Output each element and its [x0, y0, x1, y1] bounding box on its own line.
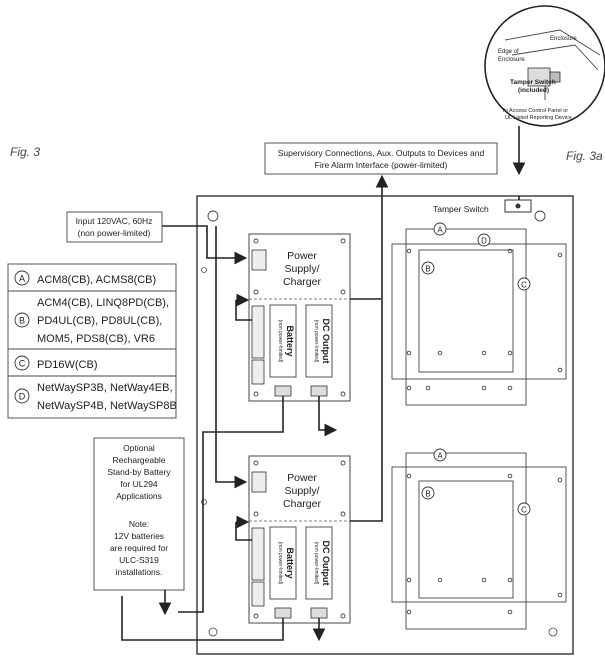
input-box: [66, 211, 163, 243]
ps1-dc-terminal: [310, 385, 328, 397]
svg-text:Battery: Battery: [285, 325, 295, 356]
inset-edge-label-1: Edge of: [498, 49, 519, 55]
svg-text:D: D: [481, 237, 487, 246]
svg-text:ACM8(CB), ACMS8(CB): ACM8(CB), ACMS8(CB): [37, 274, 156, 286]
svg-text:A: A: [437, 226, 443, 235]
battery-note: Optional Rechargeable Stand-by Battery f…: [93, 437, 185, 591]
svg-text:installations.: installations.: [116, 567, 163, 577]
ps2-title-1: Power: [287, 472, 317, 484]
ps1-ac-terminal: [251, 249, 267, 271]
ps2-title-3: Charger: [283, 498, 321, 510]
power-supply-board-2: Power Supply/ Charger Battery (non power…: [248, 455, 351, 624]
tamper-inset: Enclosure Edge of Enclosure Tamper Switc…: [484, 5, 605, 127]
inset-tamper-label-2: (included): [518, 87, 549, 94]
svg-text:MOM5, PDS8(CB), VR6: MOM5, PDS8(CB), VR6: [37, 333, 155, 345]
ps2-battery-terminal: [274, 607, 292, 619]
input-line-2: (non power-limited): [78, 228, 151, 238]
ps2-title-2: Supply/: [284, 485, 319, 497]
inset-enclosure-label: Enclosure: [550, 36, 577, 42]
mounting-plate-lower: A B C: [391, 448, 567, 630]
legend: A ACM8(CB), ACMS8(CB) B ACM4(CB), LINQ8P…: [7, 263, 177, 419]
svg-text:PD16W(CB): PD16W(CB): [37, 359, 98, 371]
ps2-dc-terminal: [310, 607, 328, 619]
svg-text:C: C: [19, 359, 26, 369]
inset-dest-label-1: To Access Control Panel or: [502, 108, 568, 114]
svg-text:Optional: Optional: [123, 443, 155, 453]
ps1-dc-output-section: [305, 304, 333, 378]
ps1-battery-terminal: [274, 385, 292, 397]
svg-text:A: A: [437, 452, 443, 461]
svg-text:ULC-S319: ULC-S319: [119, 555, 159, 565]
ps2-dc-output-section: [305, 526, 333, 600]
mounting-plate-upper: A D B C: [391, 222, 567, 406]
svg-text:B: B: [19, 316, 25, 326]
svg-text:Applications: Applications: [116, 491, 162, 501]
svg-text:12V batteries: 12V batteries: [114, 531, 164, 541]
svg-text:Note:: Note:: [129, 519, 149, 529]
ps1-title-1: Power: [287, 250, 317, 262]
svg-text:B: B: [425, 265, 430, 274]
inset-tamper-label-1: Tamper Switch: [510, 79, 556, 86]
svg-text:ACM4(CB), LINQ8PD(CB),: ACM4(CB), LINQ8PD(CB),: [37, 297, 169, 309]
supervisory-line-1: Supervisory Connections, Aux. Outputs to…: [278, 148, 485, 158]
svg-text:(non power-limited): (non power-limited): [277, 320, 283, 363]
fig3a-label: Fig. 3a: [566, 149, 603, 163]
power-supply-board-1: Power Supply/ Charger Battery (non power…: [248, 233, 351, 402]
legend-item-a: A ACM8(CB), ACMS8(CB): [14, 270, 156, 286]
svg-text:C: C: [521, 281, 527, 290]
tamper-switch-label: Tamper Switch: [433, 204, 489, 214]
svg-text:(non power-limited): (non power-limited): [313, 542, 319, 585]
svg-text:B: B: [425, 490, 430, 499]
marker-d-upper: [477, 233, 491, 247]
svg-text:PD4UL(CB), PD8UL(CB),: PD4UL(CB), PD8UL(CB),: [37, 315, 162, 327]
input-line-1: Input 120VAC, 60Hz: [76, 216, 153, 226]
ps1-title-3: Charger: [283, 276, 321, 288]
svg-text:DC Output: DC Output: [321, 541, 331, 586]
svg-text:for UL294: for UL294: [120, 479, 158, 489]
marker-a-lower: [433, 448, 447, 462]
marker-b-upper: [421, 261, 435, 275]
svg-text:Battery: Battery: [285, 547, 295, 578]
legend-item-c: C PD16W(CB): [14, 355, 98, 371]
svg-text:(non power-limited): (non power-limited): [313, 320, 319, 363]
svg-text:A: A: [19, 274, 25, 284]
ps1-aux-terminal: [251, 305, 265, 359]
ps2-battery-section: [269, 526, 297, 600]
legend-item-d: D NetWaySP3B, NetWay4EB, NetWaySP4B, Net…: [14, 382, 177, 412]
ps1-battery-section: [269, 304, 297, 378]
ps2-aux-terminal: [251, 527, 265, 581]
marker-b-lower: [421, 486, 435, 500]
svg-text:Stand-by Battery: Stand-by Battery: [107, 467, 171, 477]
ps2-ac-terminal: [251, 471, 267, 493]
svg-text:(non power-limited): (non power-limited): [277, 542, 283, 585]
svg-text:DC Output: DC Output: [321, 319, 331, 364]
inset-edge-label-2: Enclosure: [498, 57, 525, 63]
fig3-label: Fig. 3: [10, 145, 40, 159]
marker-c-upper: [517, 277, 531, 291]
legend-item-b: B ACM4(CB), LINQ8PD(CB), PD4UL(CB), PD8U…: [14, 297, 169, 345]
ps1-title-2: Supply/: [284, 263, 319, 275]
svg-text:C: C: [521, 506, 527, 515]
supervisory-line-2: Fire Alarm Interface (power-limited): [315, 160, 448, 170]
marker-a-upper: [433, 222, 447, 236]
marker-c-lower: [517, 502, 531, 516]
supervisory-connections-box: [264, 142, 498, 175]
svg-text:Rechargeable: Rechargeable: [113, 455, 166, 465]
svg-text:NetWaySP3B, NetWay4EB,: NetWaySP3B, NetWay4EB,: [37, 382, 173, 394]
svg-text:NetWaySP4B, NetWaySP8B: NetWaySP4B, NetWaySP8B: [37, 400, 177, 412]
svg-text:are required for: are required for: [110, 543, 168, 553]
inset-dest-label-2: UL Listed Reporting Device: [505, 115, 572, 121]
svg-text:D: D: [19, 392, 26, 402]
